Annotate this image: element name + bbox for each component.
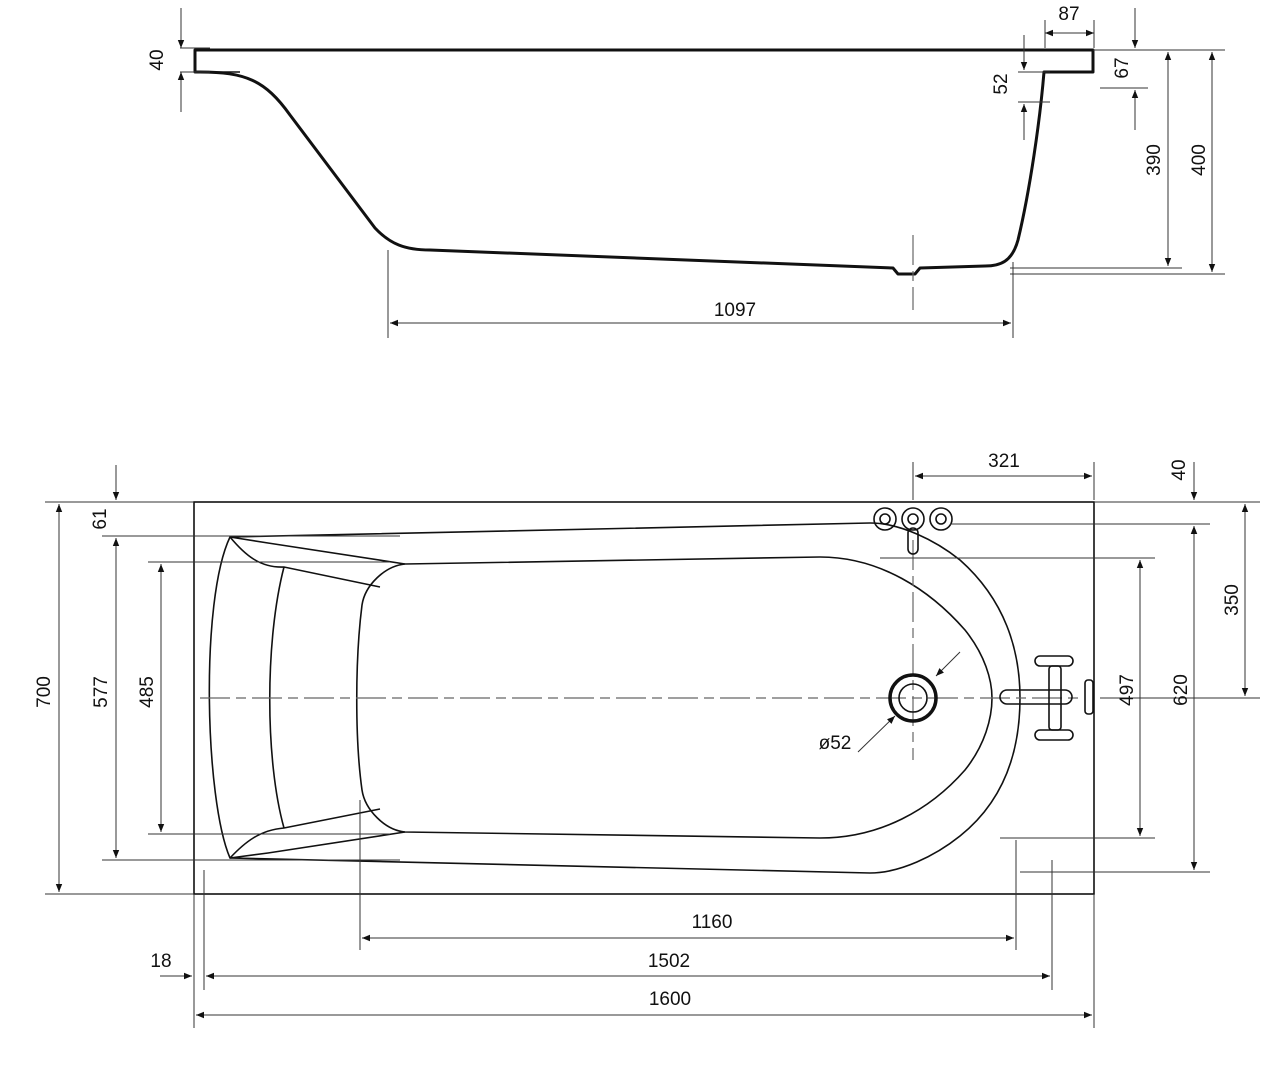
dim-inner-width-right: 497 xyxy=(1117,674,1138,706)
top-view: ø52 321 40 350 497 xyxy=(34,451,1260,1028)
dim-total-width: 700 xyxy=(34,676,55,708)
dim-headrest-width: 485 xyxy=(137,676,158,708)
dim-total-height: 400 xyxy=(1189,144,1210,176)
dim-rim-right-thickness: 52 xyxy=(991,73,1012,94)
side-view-tub-profile xyxy=(193,48,1095,276)
drain-icon xyxy=(888,673,938,723)
dim-drain-diameter: ø52 xyxy=(819,733,852,754)
dim-overflow-offset: 321 xyxy=(988,451,1020,472)
top-view-inner-basin xyxy=(355,556,993,839)
dim-rim-left-thickness: 40 xyxy=(147,49,168,70)
dim-inner-width-left: 577 xyxy=(91,676,112,708)
dim-total-length: 1600 xyxy=(649,989,691,1010)
dim-inner-length: 1502 xyxy=(648,951,690,972)
dim-arrow xyxy=(935,651,961,677)
overflow-faucet-icon xyxy=(873,507,953,555)
dim-bottom-length: 1097 xyxy=(714,300,756,321)
dim-rim-right-width: 87 xyxy=(1058,4,1079,25)
dim-wall-offset: 18 xyxy=(150,951,171,972)
top-view-rim-outline xyxy=(193,501,1095,895)
dim-rim-top-offset-right: 40 xyxy=(1169,459,1190,480)
side-view: 40 87 52 67 390 400 1097 xyxy=(147,4,1225,338)
dim-half-width: 350 xyxy=(1222,584,1243,616)
mixer-tap-icon xyxy=(999,655,1094,741)
dim-inner-depth: 390 xyxy=(1144,144,1165,176)
top-view-headrest xyxy=(229,536,406,859)
top-view-outer-basin xyxy=(208,522,1021,874)
dim-rim-right-height: 67 xyxy=(1112,57,1133,78)
dim-bottom-inner-length: 1160 xyxy=(692,912,733,933)
dim-inner-width-total-right: 620 xyxy=(1171,674,1192,706)
dim-arrow xyxy=(857,715,896,753)
dim-rim-top-offset-left: 61 xyxy=(90,508,111,529)
